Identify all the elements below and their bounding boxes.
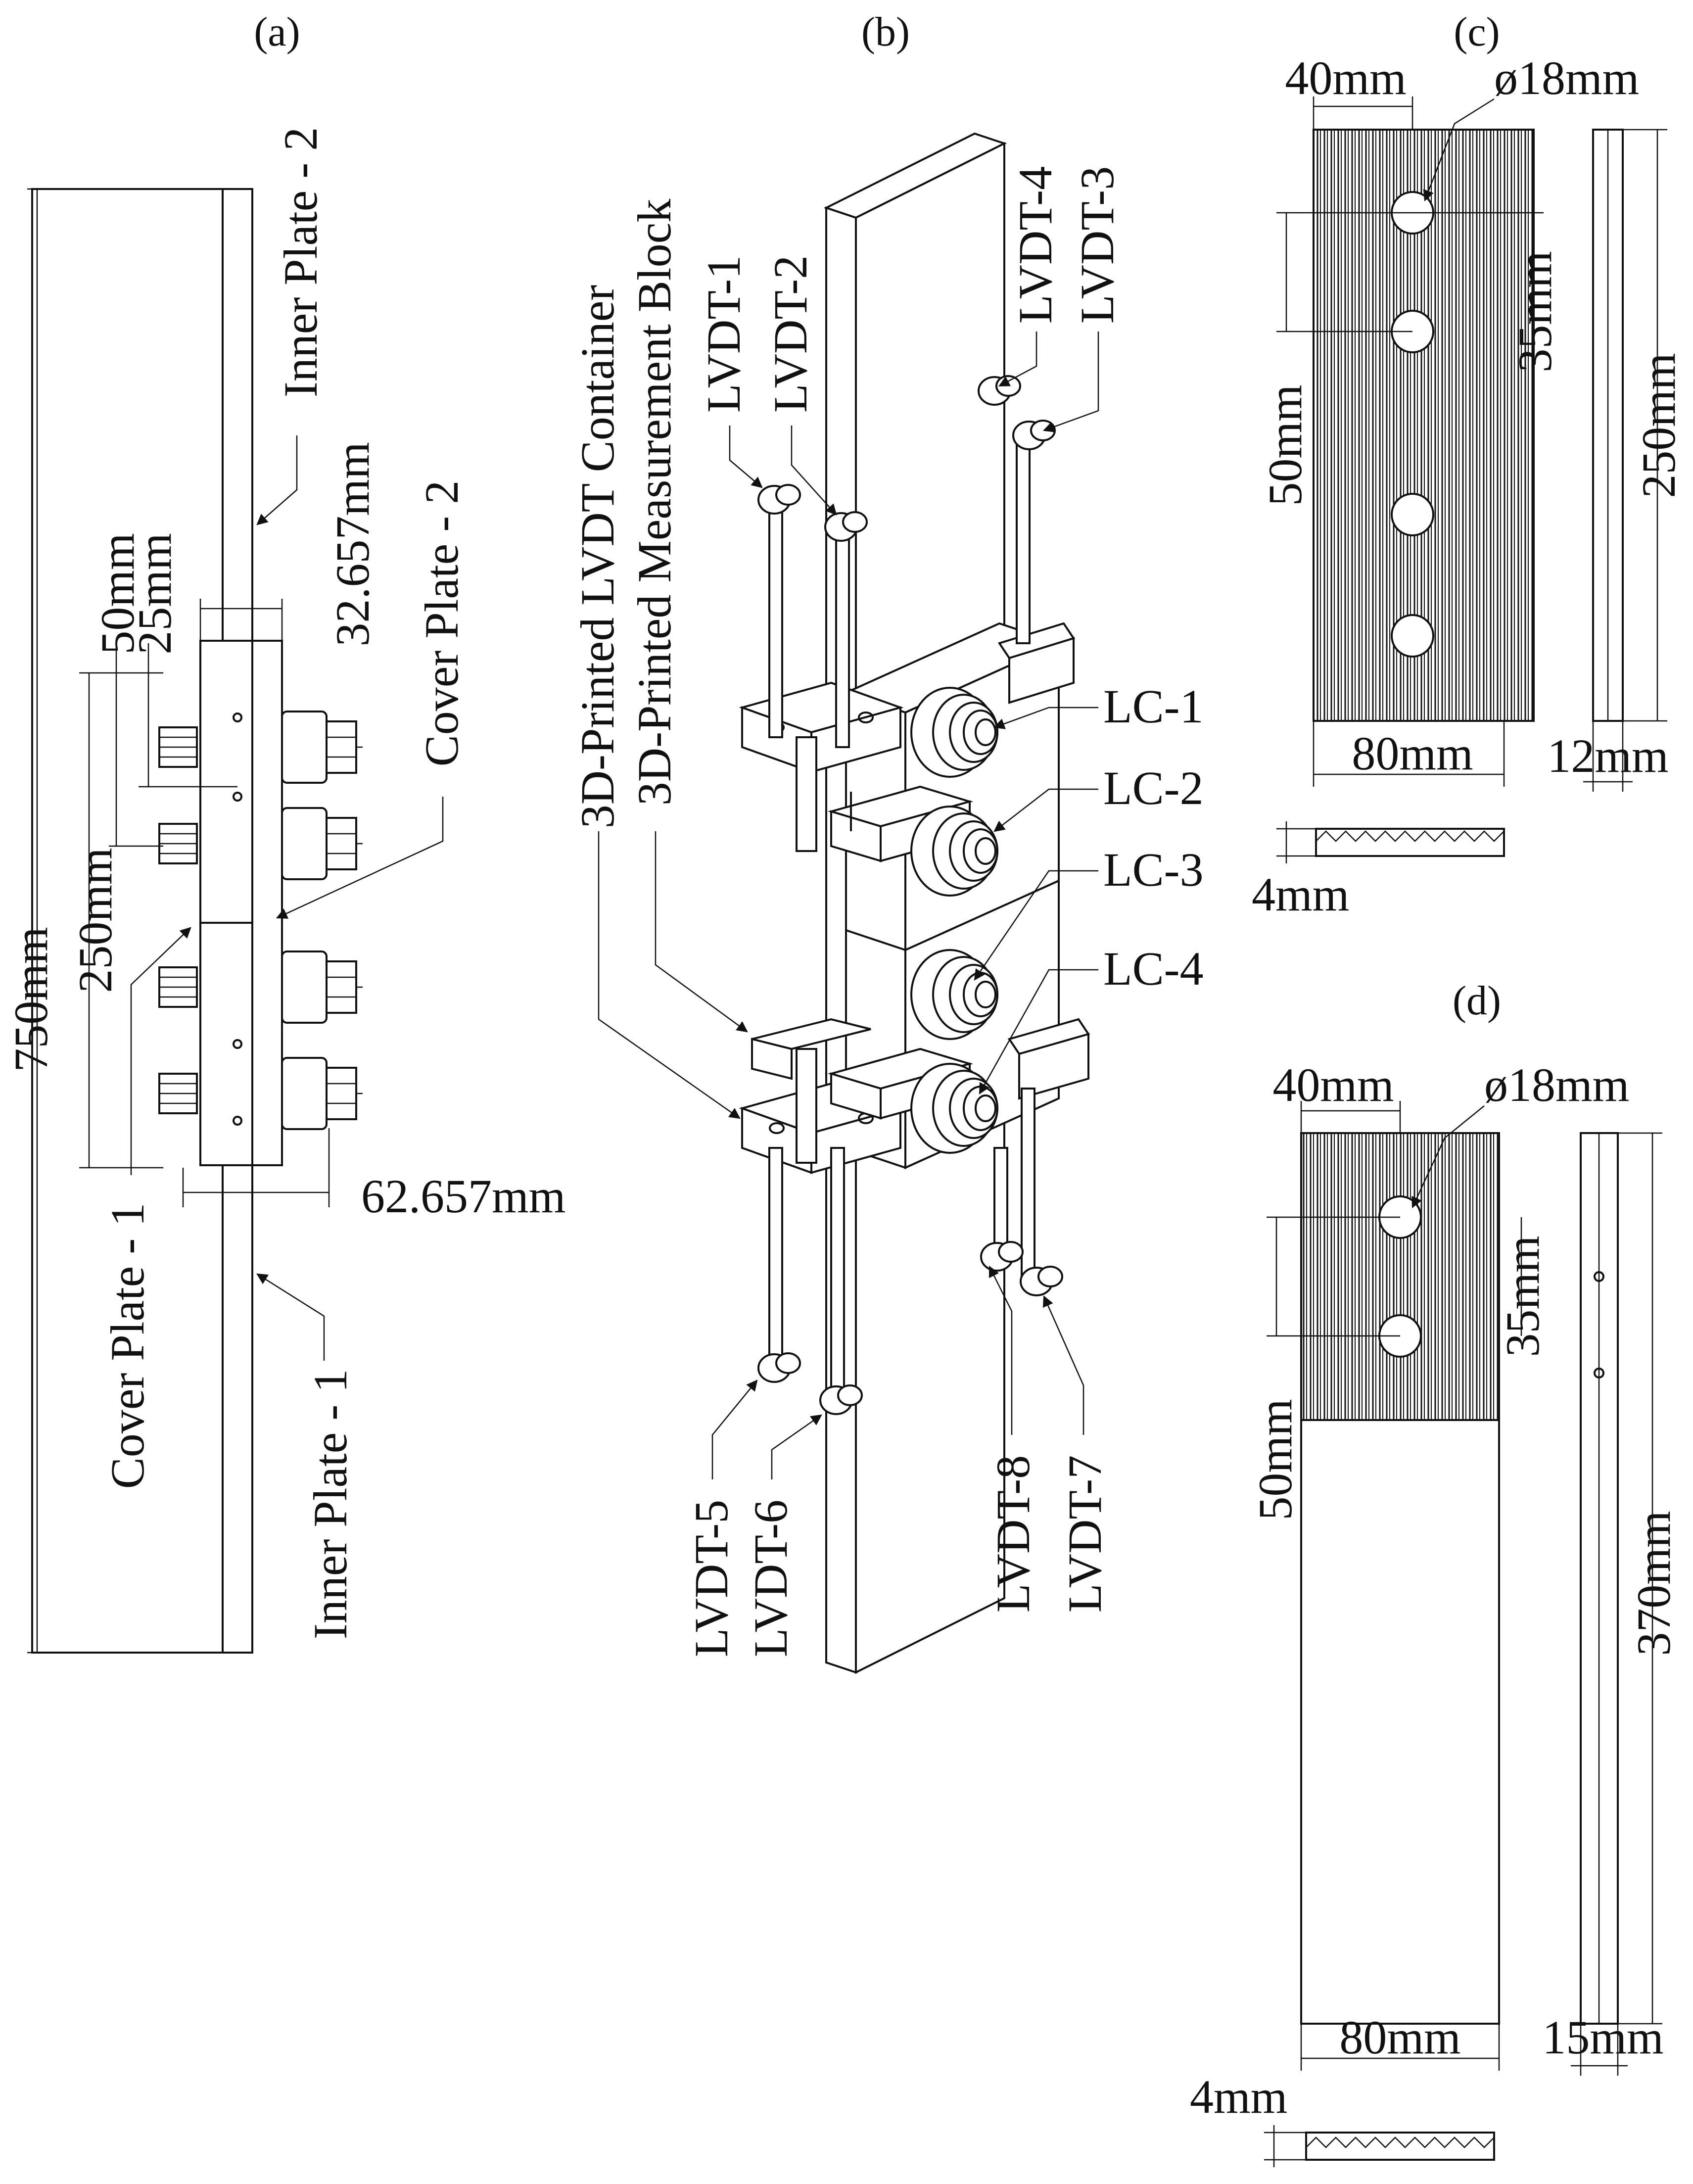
dim-c-80mm: 80mm xyxy=(1352,727,1473,780)
dim-c-12mm: 12mm xyxy=(1547,729,1668,782)
dim-d-4mm: 4mm xyxy=(1190,2070,1287,2123)
dim-d-hole: ø18mm xyxy=(1484,1058,1629,1111)
panel-c: 40mm ø18mm 50mm 35mm 250mm 80mm 12mm 4mm xyxy=(1252,51,1685,921)
label-cover-plate-1: Cover Plate - 1 xyxy=(101,1203,154,1489)
dim-25mm: 25mm xyxy=(128,533,181,654)
label-cover-plate-2: Cover Plate - 2 xyxy=(415,480,468,767)
dim-c-40mm: 40mm xyxy=(1285,51,1406,104)
caption-a: (a) xyxy=(254,9,300,55)
label-lvdt-1: LVDT-1 xyxy=(697,255,750,413)
dim-c-50mm: 50mm xyxy=(1259,384,1312,506)
dim-d-15mm: 15mm xyxy=(1542,2011,1663,2064)
label-inner-plate-2: Inner Plate - 2 xyxy=(274,127,327,397)
dim-750mm: 750mm xyxy=(4,927,57,1072)
caption-c: (c) xyxy=(1454,9,1500,55)
label-lc-1: LC-1 xyxy=(1103,680,1204,733)
caption-b: (b) xyxy=(861,9,910,55)
label-lvdt-6: LVDT-6 xyxy=(744,1500,797,1657)
dim-c-35mm: 35mm xyxy=(1508,251,1561,372)
dim-c-250mm: 250mm xyxy=(1632,353,1685,498)
dim-32657mm: 32.657mm xyxy=(326,442,379,646)
dim-250mm: 250mm xyxy=(69,848,122,993)
dim-d-370mm: 370mm xyxy=(1627,1511,1680,1656)
label-lvdt-container: 3D-Printed LVDT Container xyxy=(571,285,624,829)
dim-d-80mm: 80mm xyxy=(1339,2011,1460,2064)
dim-d-35mm: 35mm xyxy=(1496,1235,1549,1357)
cover-plate-1-shape xyxy=(199,922,253,1166)
label-lc-3: LC-3 xyxy=(1103,843,1204,896)
cover-plate-2-shape xyxy=(199,640,253,924)
label-lvdt-8: LVDT-8 xyxy=(987,1455,1039,1613)
label-lc-2: LC-2 xyxy=(1103,761,1204,814)
panel-b: 3D-Printed LVDT Container 3D-Printed Mea… xyxy=(571,132,1204,1674)
dim-d-40mm: 40mm xyxy=(1272,1058,1394,1111)
label-lvdt-5: LVDT-5 xyxy=(685,1500,738,1657)
plate-d-ribbed-zone xyxy=(1300,1132,1500,1421)
label-lvdt-7: LVDT-7 xyxy=(1058,1455,1111,1613)
label-lc-4: LC-4 xyxy=(1103,942,1204,995)
label-lvdt-4: LVDT-4 xyxy=(1009,166,1062,324)
caption-d: (d) xyxy=(1453,978,1501,1024)
label-lvdt-3: LVDT-3 xyxy=(1071,166,1124,324)
dim-50mm: 50mm xyxy=(91,533,144,654)
panel-a: 750mm 250mm 50mm 25mm 32.657mm 62.657mm … xyxy=(4,127,565,1654)
label-lvdt-2: LVDT-2 xyxy=(764,255,817,413)
dim-c-hole: ø18mm xyxy=(1494,51,1639,104)
label-inner-plate-1: Inner Plate - 1 xyxy=(304,1369,357,1639)
panel-d: 40mm ø18mm 50mm 35mm 370mm 80mm 15mm 4mm xyxy=(1190,1058,1680,2167)
label-measurement-block: 3D-Printed Measurement Block xyxy=(628,199,681,806)
dim-c-4mm: 4mm xyxy=(1252,868,1349,921)
dim-62657mm: 62.657mm xyxy=(361,1170,565,1223)
dim-d-50mm: 50mm xyxy=(1249,1399,1302,1520)
